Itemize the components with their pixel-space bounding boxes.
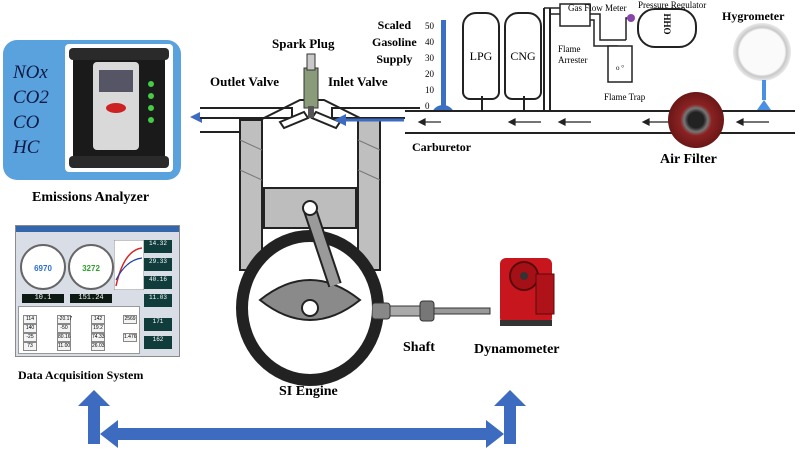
daq-readout: 162: [144, 336, 172, 349]
daq-title-bar: [16, 226, 179, 232]
data-link-arrows: [78, 390, 526, 448]
scale-tick: 30: [425, 53, 434, 63]
gas-co2: CO2: [13, 87, 49, 108]
daq-cell: 26.03: [91, 342, 105, 351]
air-filter-icon: [668, 92, 724, 148]
lpg-tank: LPG: [462, 12, 500, 100]
dynamometer-label: Dynamometer: [474, 342, 560, 357]
daq-data-table: 114 -20.17 140 -50 142 80.16 -25 11.00 7…: [18, 306, 140, 354]
scale-tick: 10: [425, 85, 434, 95]
flame-arrester-line-1: Flame: [558, 44, 581, 54]
outlet-valve-label: Outlet Valve: [210, 74, 279, 89]
daq-cell: 1.476: [123, 333, 137, 342]
scaled-label-line-2: Gasoline: [372, 35, 417, 49]
rpm-gauge-value: 6970: [34, 264, 52, 273]
carburetor-label: Carburetor: [412, 140, 472, 154]
daq-cell: -20.17: [57, 315, 73, 324]
speed-gauge: 3272: [68, 244, 114, 290]
pressure-regulator-label: Pressure Regulator: [638, 0, 707, 10]
scale-ticks: 50 40 30 20 10 0: [425, 18, 434, 114]
gas-hc: HC: [13, 137, 40, 158]
shaft-icon: [372, 300, 491, 322]
daq-cell: 19.2: [91, 324, 105, 333]
daq-cell: -25: [23, 333, 37, 342]
scale-tick: 40: [425, 37, 434, 47]
daq-cell: 2569: [123, 315, 137, 324]
daq-screen: 6970 3272 10.1 151.24 14.32 29.33 40.16 …: [15, 225, 180, 357]
gas-nox: NOx: [13, 62, 48, 83]
intake-pipe-arrows: [417, 118, 769, 126]
daq-readout: 40.16: [144, 276, 172, 289]
gas-flow-meter-label: Gas Flow Meter: [568, 3, 627, 13]
air-filter-label: Air Filter: [660, 152, 717, 167]
emissions-analyzer-panel: NOx CO2 CO HC: [3, 40, 181, 180]
spark-plug-label: Spark Plug: [272, 36, 335, 51]
hygrometer-icon: [733, 23, 791, 81]
flame-trap-label: Flame Trap: [604, 92, 646, 102]
scaled-label-line-3: Supply: [376, 52, 413, 66]
emissions-analyzer-label: Emissions Analyzer: [32, 190, 150, 205]
daq-readout: 171: [144, 318, 172, 331]
scaled-label-line-1: Scaled: [377, 18, 411, 32]
cng-tank: CNG: [504, 12, 542, 100]
rpm-gauge: 6970: [20, 244, 66, 290]
intake-pipe: [405, 110, 795, 134]
flame-arrester-label: Flame Arrester: [558, 44, 587, 66]
analyzer-device-icon: [69, 48, 169, 168]
scale-tick: 50: [425, 21, 434, 31]
daq-cell: 80.16: [57, 333, 71, 342]
hho-generator: HHO: [637, 8, 697, 48]
si-engine-label: SI Engine: [279, 384, 338, 399]
gas-line-plumbing: o °: [481, 3, 635, 110]
svg-text:o °: o °: [616, 64, 624, 72]
daq-cell: 11.00: [57, 342, 71, 351]
analyzer-device-photo: [65, 44, 173, 172]
daq-cell: 73: [23, 342, 37, 351]
dynamometer-detail-icon: [500, 261, 555, 326]
daq-display-mid: 151.24: [70, 294, 112, 303]
flame-arrester-line-2: Arrester: [558, 55, 588, 65]
daq-trend-plot: [114, 240, 144, 290]
data-acquisition-label: Data Acquisition System: [18, 368, 144, 382]
daq-readout: 14.32: [144, 240, 172, 253]
daq-cell: 140: [23, 324, 37, 333]
daq-cell: 74.33: [91, 333, 105, 342]
daq-readout: 11.03: [144, 294, 172, 307]
daq-cell: -50: [57, 324, 71, 333]
daq-cell: 142: [91, 315, 105, 324]
daq-readout: 29.33: [144, 258, 172, 271]
scaled-gasoline-supply-label: Scaled Gasoline Supply: [372, 17, 417, 68]
hygrometer-label: Hygrometer: [722, 9, 785, 23]
shaft-label: Shaft: [403, 340, 435, 355]
gas-co: CO: [13, 112, 40, 133]
scale-tick: 0: [425, 101, 430, 111]
daq-display-left: 10.1: [22, 294, 64, 303]
inlet-valve-label: Inlet Valve: [328, 74, 388, 89]
hygrometer-stand-icon: [757, 80, 771, 110]
si-engine-diagram: [200, 53, 420, 386]
scale-tick: 20: [425, 69, 434, 79]
speed-gauge-value: 3272: [82, 264, 100, 273]
intake-arrow: [334, 114, 404, 126]
daq-cell: 114: [23, 315, 37, 324]
